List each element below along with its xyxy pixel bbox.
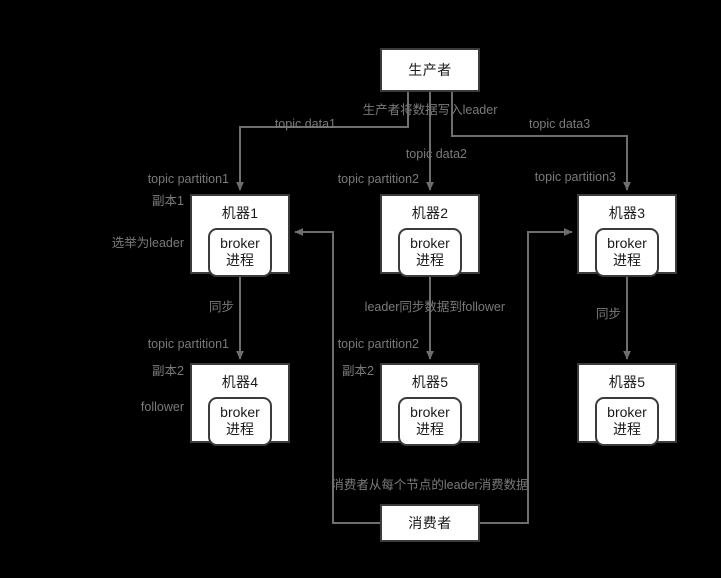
label-topic-partition1-bottom: topic partition1 [147, 337, 229, 351]
label-topic-partition3-top: topic partition3 [534, 170, 616, 184]
label-replica1: 副本1 [152, 194, 184, 208]
label-topic-partition2-top: topic partition2 [337, 172, 419, 186]
broker-node-machine5a[interactable]: 机器5 broker 进程 [380, 363, 480, 446]
label-topic-data1: topic data1 [274, 117, 336, 131]
machine-title: 机器4 [221, 374, 259, 390]
broker-node-machine4[interactable]: 机器4 broker 进程 [190, 363, 290, 446]
label-topic-data2: topic data2 [405, 147, 467, 161]
broker-line-2: 进程 [613, 252, 641, 268]
broker-line-1: broker [410, 404, 450, 420]
broker-node-machine5b[interactable]: 机器5 broker 进程 [577, 363, 677, 446]
broker-node-machine1[interactable]: 机器1 broker 进程 [190, 194, 290, 277]
machine-title: 机器5 [608, 374, 646, 390]
broker-node-machine2[interactable]: 机器2 broker 进程 [380, 194, 480, 277]
broker-process-box: broker 进程 [208, 397, 272, 446]
machine-title: 机器5 [411, 374, 449, 390]
label-elected-leader: 选举为leader [111, 236, 184, 250]
consumer-node[interactable]: 消费者 [380, 504, 480, 542]
label-sync-right: 同步 [595, 307, 621, 321]
broker-line-2: 进程 [416, 252, 444, 268]
label-consumer-reads-leader: 消费者从每个节点的leader消费数据 [331, 478, 529, 492]
broker-line-1: broker [220, 404, 260, 420]
broker-process-box: broker 进程 [398, 397, 462, 446]
broker-line-1: broker [607, 235, 647, 251]
broker-line-1: broker [607, 404, 647, 420]
label-topic-data3: topic data3 [529, 117, 591, 131]
machine-title: 机器2 [411, 205, 449, 221]
broker-node-machine3[interactable]: 机器3 broker 进程 [577, 194, 677, 277]
broker-process-box: broker 进程 [398, 228, 462, 277]
label-producer-writes-leader: 生产者将数据写入leader [362, 103, 498, 117]
broker-line-2: 进程 [613, 421, 641, 437]
broker-line-1: broker [220, 235, 260, 251]
label-sync-left: 同步 [208, 300, 234, 314]
label-follower: follower [140, 400, 184, 414]
label-replica2-mid: 副本2 [342, 364, 374, 378]
broker-line-2: 进程 [226, 252, 254, 268]
machine-title: 机器1 [221, 205, 259, 221]
consumer-label: 消费者 [408, 515, 452, 531]
machine-title: 机器3 [608, 205, 646, 221]
broker-process-box: broker 进程 [595, 397, 659, 446]
producer-node[interactable]: 生产者 [380, 48, 480, 92]
producer-label: 生产者 [408, 62, 452, 78]
label-leader-sync-follower: leader同步数据到follower [364, 300, 505, 314]
broker-process-box: broker 进程 [595, 228, 659, 277]
label-replica2-left: 副本2 [152, 364, 184, 378]
broker-line-2: 进程 [226, 421, 254, 437]
broker-line-1: broker [410, 235, 450, 251]
label-topic-partition1-top: topic partition1 [147, 172, 229, 186]
label-topic-partition2-bottom: topic partition2 [337, 337, 419, 351]
broker-line-2: 进程 [416, 421, 444, 437]
broker-process-box: broker 进程 [208, 228, 272, 277]
